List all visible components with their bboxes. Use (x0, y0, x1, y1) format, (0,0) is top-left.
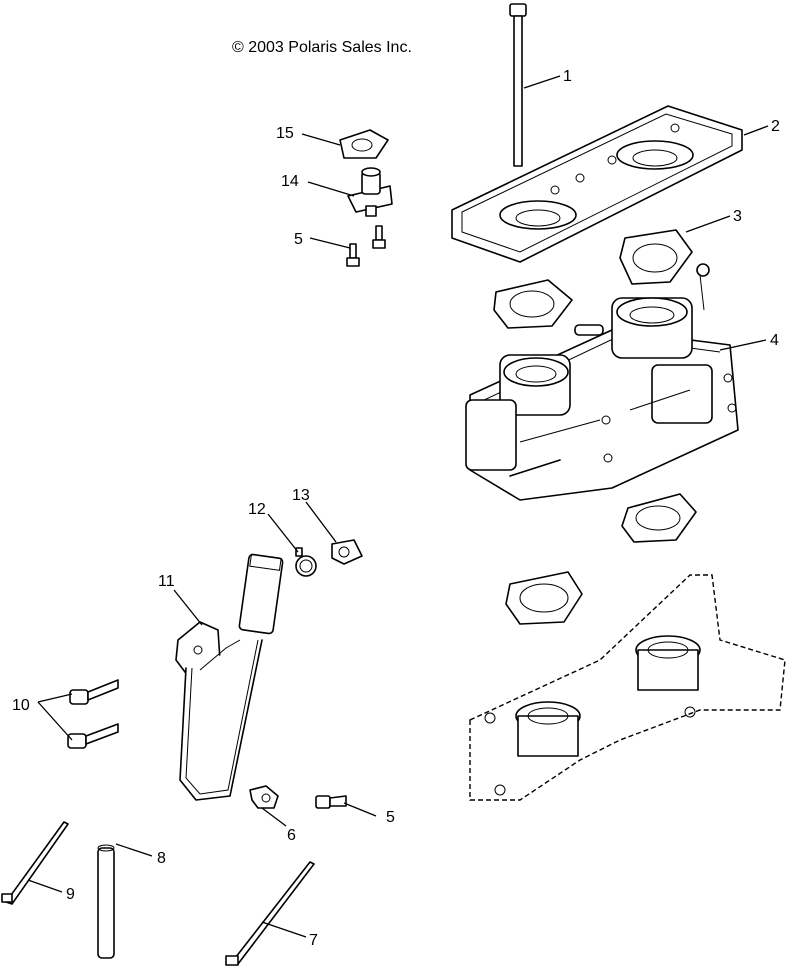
callout-8: 8 (157, 850, 166, 867)
callout-13: 13 (292, 487, 310, 504)
part-13-clip (331, 539, 363, 565)
part-8-pin (97, 844, 115, 959)
part-5-screws-upper (346, 225, 386, 267)
leader-lines (27, 75, 769, 938)
part-6-clip (249, 785, 279, 809)
part-1-bolt (509, 3, 527, 167)
lower-gasket-right (621, 493, 697, 543)
copyright-text: © 2003 Polaris Sales Inc. (232, 39, 412, 56)
part-9-tie (1, 821, 69, 905)
intake-manifold (469, 574, 786, 801)
part-15-gasket (339, 129, 389, 159)
part-10-bolts (67, 679, 119, 749)
callout-6: 6 (287, 827, 296, 844)
callout-5-upper: 5 (294, 231, 303, 248)
callout-3: 3 (733, 208, 742, 225)
part-7-tie (225, 861, 315, 966)
callout-15: 15 (276, 125, 294, 142)
callout-14: 14 (281, 173, 299, 190)
part-2-cover (451, 105, 743, 263)
part-3-gasket (619, 229, 693, 285)
part-11-harness (175, 553, 284, 801)
callout-2: 2 (771, 118, 780, 135)
lower-gasket-left (505, 571, 583, 625)
callout-4: 4 (770, 332, 779, 349)
callout-9: 9 (66, 886, 75, 903)
part-5-screw-lower (315, 795, 347, 809)
callout-12: 12 (248, 501, 266, 518)
part-12-clip (295, 547, 317, 577)
callout-10: 10 (12, 697, 30, 714)
callout-7: 7 (309, 932, 318, 949)
part-14-sensor (347, 167, 393, 217)
part-4-throttle-body (465, 263, 739, 501)
upper-gasket (493, 279, 573, 329)
callout-11: 11 (158, 573, 175, 590)
callout-5-lower: 5 (386, 809, 395, 826)
callout-1: 1 (563, 68, 572, 85)
callouts: 1 2 3 4 5 5 6 7 8 9 10 11 12 13 14 15 (12, 68, 780, 949)
